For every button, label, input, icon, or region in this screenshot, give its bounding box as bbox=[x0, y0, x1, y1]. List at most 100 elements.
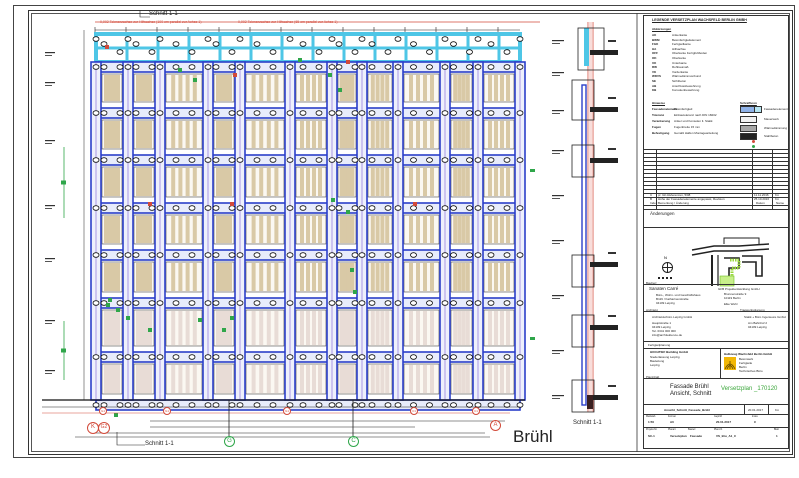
anchor-marker bbox=[132, 354, 140, 360]
panel-mullion bbox=[144, 365, 148, 393]
anchor-marker bbox=[212, 110, 220, 116]
revision-date: 25.10.2016 bbox=[754, 197, 770, 201]
anchor-marker bbox=[172, 64, 180, 70]
panel-mullion bbox=[416, 168, 420, 196]
panel-mullion bbox=[380, 365, 385, 393]
anchor-marker bbox=[441, 252, 449, 258]
anchor-marker bbox=[503, 205, 511, 211]
project-line-2: Brühl / Katharinenstraße bbox=[656, 297, 689, 301]
panel-mullion bbox=[224, 168, 228, 196]
panel-mullion bbox=[409, 121, 413, 148]
panel-mullion bbox=[259, 311, 264, 345]
panel-mullion bbox=[300, 216, 304, 243]
developer-line-3: Elke Wehr bbox=[724, 302, 738, 306]
section-level-mark bbox=[552, 153, 560, 154]
legend-abbr: KB bbox=[652, 88, 657, 93]
builder-label: Fertigteilplanung bbox=[648, 343, 671, 347]
red-marker-icon bbox=[752, 140, 755, 143]
note-key: Toleranz bbox=[652, 113, 665, 117]
hatch-swatch-facade-b bbox=[754, 106, 762, 113]
panel-mullion bbox=[185, 216, 190, 243]
panel-mullion bbox=[488, 365, 492, 393]
panel-mullion bbox=[185, 121, 190, 148]
revision-grid-col bbox=[772, 149, 773, 209]
revision-name: Kü bbox=[775, 197, 779, 201]
panel-mullion bbox=[430, 365, 434, 393]
anchor-marker bbox=[156, 354, 164, 360]
panel-mullion bbox=[430, 311, 434, 345]
panel-mullion bbox=[259, 263, 264, 291]
panel-mullion bbox=[185, 75, 190, 101]
panel-mullion bbox=[108, 263, 112, 291]
anchor-marker bbox=[236, 64, 244, 70]
anchor-marker bbox=[450, 64, 457, 70]
panel-mullion bbox=[192, 365, 197, 393]
panel-mullion bbox=[339, 311, 344, 345]
panel-mullion bbox=[274, 263, 279, 291]
anchor-marker bbox=[253, 205, 261, 211]
note-key: Befestigung bbox=[652, 131, 670, 135]
anchor-marker bbox=[116, 110, 124, 116]
anchor-marker bbox=[124, 354, 132, 360]
panel-mullion bbox=[228, 121, 232, 148]
anchor-marker bbox=[426, 205, 433, 211]
anchor-marker bbox=[351, 157, 359, 163]
level-label-mark bbox=[45, 52, 55, 54]
panel-mullion bbox=[370, 216, 375, 243]
anchor-marker bbox=[92, 205, 100, 211]
panel-mullion bbox=[465, 168, 470, 196]
panel-mullion bbox=[148, 168, 152, 196]
panel-mullion bbox=[453, 75, 458, 101]
panel-mullion bbox=[185, 311, 190, 345]
legend-abbr: BWM bbox=[652, 37, 660, 42]
anchor-marker bbox=[410, 41, 417, 47]
hatch-label-concrete: Stahlbeton bbox=[764, 134, 779, 138]
anchor-marker bbox=[351, 402, 359, 408]
anchor-marker bbox=[503, 402, 511, 408]
anchor-marker bbox=[328, 252, 336, 258]
plan-id: Versetzplan _170120 bbox=[721, 386, 778, 392]
panel-mullion bbox=[112, 311, 116, 345]
legend-meaning: Betonfertigteilelement bbox=[672, 37, 702, 42]
architect-label: Architekt bbox=[646, 308, 658, 312]
anchor-marker bbox=[156, 402, 164, 408]
panel-mullion bbox=[108, 365, 112, 393]
anchor-marker bbox=[228, 157, 236, 163]
panel-mullion bbox=[461, 311, 466, 345]
anchor-marker bbox=[368, 41, 376, 47]
anchor-marker bbox=[124, 36, 132, 42]
anchor-marker bbox=[228, 252, 236, 258]
legend-abbr: UK bbox=[652, 60, 657, 65]
anchor-marker bbox=[100, 110, 108, 116]
panel-mullion bbox=[251, 75, 256, 101]
level-label-mark bbox=[45, 258, 55, 260]
anchor-marker bbox=[100, 157, 108, 163]
revision-grid-line bbox=[644, 189, 788, 190]
panel-mullion bbox=[453, 263, 458, 291]
architect-line-1: Hauptstraße 1 bbox=[652, 321, 672, 325]
panel-mullion bbox=[318, 216, 322, 243]
section-level-mark bbox=[552, 40, 564, 42]
panel-mullion bbox=[192, 263, 197, 291]
anchor-marker bbox=[204, 354, 212, 360]
panel-mullion bbox=[339, 263, 344, 291]
anchor-marker bbox=[426, 157, 433, 163]
anchor-marker bbox=[358, 354, 366, 360]
anchor-marker bbox=[299, 157, 307, 163]
supplier-line-4: Technisches Büro bbox=[739, 369, 763, 373]
panel-mullion bbox=[416, 365, 420, 393]
anchor-marker bbox=[474, 64, 482, 70]
panel-mullion bbox=[140, 365, 144, 393]
anchor-marker bbox=[212, 41, 220, 47]
panel-mullion bbox=[494, 121, 498, 148]
panel-mullion bbox=[140, 263, 144, 291]
file-date: 20.01.2017 bbox=[748, 408, 764, 412]
anchor-marker bbox=[269, 64, 277, 70]
panel-mullion bbox=[488, 121, 492, 148]
anchor-marker bbox=[351, 252, 359, 258]
axis-c1-b: C1 bbox=[472, 407, 480, 415]
meta-header: Geprüft bbox=[714, 415, 722, 418]
anchor-marker bbox=[450, 110, 457, 116]
anchor-marker bbox=[188, 110, 196, 116]
